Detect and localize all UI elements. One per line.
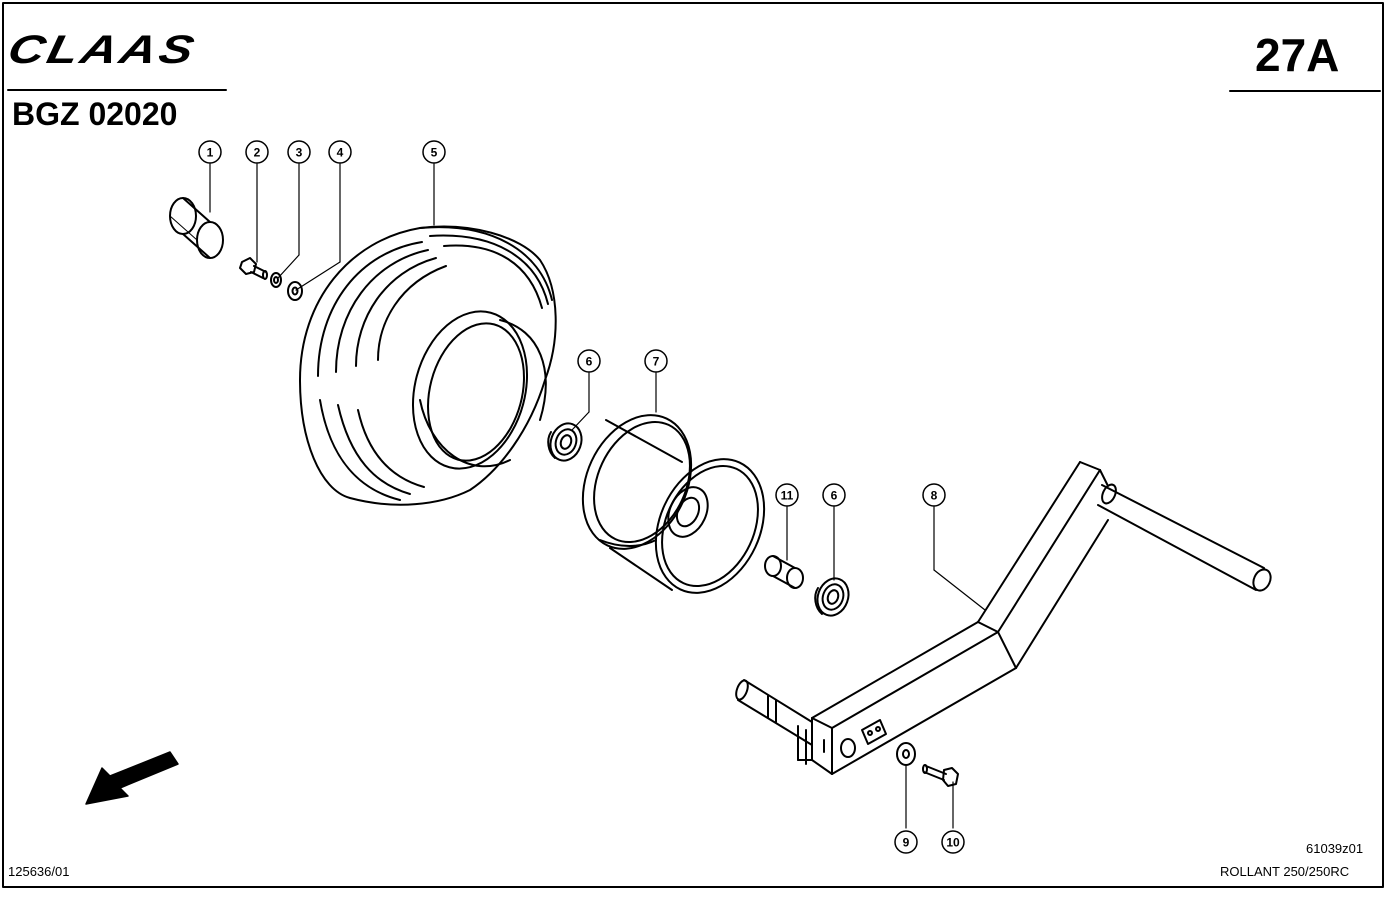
callout-numbers: 1 2 3 4 5 6 7 6 8 9 10 11 bbox=[207, 146, 960, 850]
callout-label-6b: 6 bbox=[831, 489, 838, 503]
callout-circle-3 bbox=[287, 140, 311, 164]
bearing-part-upper bbox=[547, 422, 583, 462]
callout-label-2: 2 bbox=[254, 146, 261, 160]
sheet-border bbox=[2, 2, 1384, 888]
callout-circle-7 bbox=[644, 349, 668, 373]
axle-arm-part bbox=[735, 461, 1272, 775]
cap-part bbox=[169, 197, 224, 259]
callout-circles bbox=[198, 140, 965, 854]
callout-label-6a: 6 bbox=[586, 355, 593, 369]
bearing-part-lower bbox=[814, 577, 850, 617]
callout-label-5: 5 bbox=[431, 146, 438, 160]
leader-lines bbox=[209, 163, 986, 829]
callout-label-3: 3 bbox=[296, 146, 303, 160]
callout-label-10: 10 bbox=[946, 836, 960, 850]
callout-label-1: 1 bbox=[207, 146, 214, 160]
callout-circle-11 bbox=[775, 483, 799, 507]
brand-logo-text: CLAAS bbox=[3, 26, 202, 72]
callout-label-4: 4 bbox=[337, 146, 344, 160]
drawing-reference: 61039z01 bbox=[1306, 841, 1364, 856]
page-code: 27A bbox=[1255, 29, 1340, 81]
callout-circle-4 bbox=[328, 140, 352, 164]
bolt-part-10 bbox=[922, 764, 959, 787]
callout-circle-2 bbox=[245, 140, 269, 164]
lock-washer-part bbox=[270, 272, 282, 288]
rim-part bbox=[581, 414, 766, 594]
callout-circle-5 bbox=[422, 140, 446, 164]
callout-label-9: 9 bbox=[903, 836, 910, 850]
callout-circle-10 bbox=[941, 830, 965, 854]
callout-label-7: 7 bbox=[653, 355, 660, 369]
callout-circle-6a bbox=[577, 349, 601, 373]
document-number: BGZ 02020 bbox=[12, 96, 178, 132]
bolt-part-2 bbox=[239, 257, 268, 280]
sheet-number: 125636/01 bbox=[8, 864, 70, 879]
callout-circle-1 bbox=[198, 140, 222, 164]
washer-part-9 bbox=[896, 742, 916, 766]
callout-label-8: 8 bbox=[931, 489, 938, 503]
callout-circle-9 bbox=[894, 830, 918, 854]
tire-part bbox=[299, 225, 557, 506]
callout-circle-6b bbox=[822, 483, 846, 507]
spacer-sleeve-part bbox=[764, 555, 804, 589]
callout-label-11: 11 bbox=[781, 489, 794, 503]
brand-logo: CLAAS bbox=[4, 26, 201, 84]
washer-part-4 bbox=[287, 281, 303, 301]
direction-arrow-icon bbox=[85, 751, 179, 805]
model-name: ROLLANT 250/250RC bbox=[1220, 864, 1350, 879]
callout-circle-8 bbox=[922, 483, 946, 507]
